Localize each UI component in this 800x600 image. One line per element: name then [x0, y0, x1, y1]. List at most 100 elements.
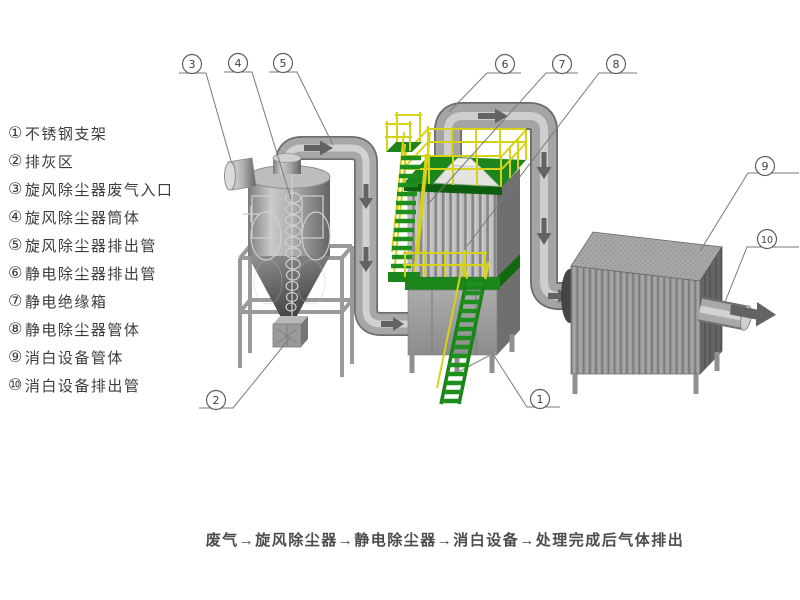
flow-arrow-down-icon	[359, 247, 373, 272]
callout-7: 7	[427, 53, 578, 205]
flow-arrow-down-icon	[359, 184, 373, 209]
legend-label: 静电绝缘箱	[24, 293, 108, 311]
cyclone-outlet-pipe	[287, 141, 415, 332]
callout-1-label: 1	[537, 393, 544, 406]
callout-9: 9	[699, 155, 799, 252]
flow-arrow-right-icon	[548, 289, 569, 303]
flow-caption: 废气→旋风除尘器→静电除尘器→消白设备→处理完成后气体排出	[205, 532, 685, 549]
callout-1: 1	[490, 350, 560, 410]
callout-4-leader	[224, 71, 292, 200]
cyclone-barrel	[248, 177, 330, 256]
exhaust-flow-arrow-icon	[730, 302, 776, 327]
legend-label: 消白设备排出管	[24, 377, 141, 395]
callout-9-circle	[754, 155, 776, 177]
ash-box-marks	[276, 324, 298, 347]
callout-8-label: 8	[613, 58, 620, 71]
legend-num: ⑤	[8, 237, 24, 254]
cyclone-assembly	[224, 152, 354, 377]
callout-2-label: 2	[213, 394, 220, 407]
esp-front-ladder	[436, 261, 490, 405]
callout-4: 4	[224, 52, 292, 200]
flow-arrow-down-icon	[536, 218, 552, 245]
ash-box-top	[273, 316, 308, 324]
callout-5-label: 5	[280, 57, 287, 70]
legend-num: ⑥	[8, 265, 24, 282]
callout-10-circle	[756, 228, 778, 250]
cyclone-top-stub	[272, 153, 302, 174]
whitening-box-legs	[572, 352, 720, 394]
callout-1-leader	[490, 350, 560, 408]
legend-label: 旋风除尘器排出管	[24, 237, 157, 255]
callout-5-leader	[269, 71, 334, 146]
legend-num: ⑨	[8, 349, 24, 366]
callout-6-label: 6	[502, 58, 509, 71]
callout-3: 3	[179, 53, 232, 162]
legend-num: ②	[8, 153, 24, 170]
esp-right-side-band	[497, 254, 520, 290]
callouts: 1 2 3 4 5 6 7	[179, 52, 799, 411]
ash-box-side	[301, 316, 308, 347]
legend-label: 静电除尘器排出管	[24, 265, 157, 283]
ash-discharge-box	[272, 316, 308, 348]
callout-10: 10	[724, 228, 799, 303]
legend-label: 旋风除尘器筒体	[24, 209, 141, 227]
callout-1-circle	[529, 388, 551, 410]
callout-7-label: 7	[559, 58, 566, 71]
callout-9-leader	[699, 172, 799, 252]
callout-4-circle	[227, 52, 249, 74]
callout-2-circle	[205, 389, 227, 411]
callout-4-label: 4	[235, 57, 242, 70]
legend-label: 不锈钢支架	[24, 125, 108, 143]
esp-outlet-pipe	[448, 109, 575, 304]
cyclone-top-stub-cap	[272, 153, 302, 163]
legend-num: ⑩	[8, 377, 24, 394]
legend-label: 排灰区	[24, 153, 75, 171]
stair-landing-railing	[385, 112, 422, 151]
whitening-box-front-face	[570, 265, 701, 375]
callout-3-circle	[181, 53, 203, 75]
callout-8-circle	[605, 53, 627, 75]
esp-unit	[385, 112, 527, 405]
callout-10-label: 10	[761, 235, 773, 246]
callout-3-leader	[179, 72, 232, 162]
cyclone-inlet-opening	[224, 161, 236, 191]
callout-5: 5	[269, 52, 334, 146]
flow-arrow-right-icon	[304, 140, 333, 156]
legend-num: ③	[8, 181, 24, 198]
stair-treads	[391, 155, 421, 269]
cyclone-inlet-pipe	[224, 157, 257, 191]
callout-8-leader	[466, 72, 637, 247]
callout-5-circle	[272, 52, 294, 74]
legend-num: ①	[8, 125, 24, 142]
flow-arrow-right-icon	[478, 108, 508, 124]
callout-2: 2	[199, 338, 290, 411]
callout-7-circle	[551, 53, 573, 75]
callout-10-leader	[724, 246, 799, 303]
callout-9-label: 9	[762, 160, 769, 173]
callout-3-label: 3	[189, 58, 196, 71]
flow-arrow-down-icon	[536, 152, 552, 179]
legend-label: 旋风除尘器废气入口	[24, 181, 174, 199]
cyclone-cone-schematic	[296, 259, 326, 305]
callout-6: 6	[448, 53, 521, 113]
callout-7-leader	[427, 72, 578, 205]
legend-num: ⑧	[8, 321, 24, 338]
legend-label: 消白设备管体	[24, 349, 124, 367]
esp-right-side-face	[497, 168, 520, 355]
flow-arrow-right-icon	[381, 317, 404, 331]
callout-6-leader	[448, 72, 521, 113]
legend-label: 静电除尘器管体	[24, 321, 141, 339]
whitening-unit	[561, 231, 776, 394]
legend-num: ④	[8, 209, 24, 226]
esp-mid-platform-band	[405, 277, 500, 290]
ladder-rungs	[441, 281, 484, 404]
